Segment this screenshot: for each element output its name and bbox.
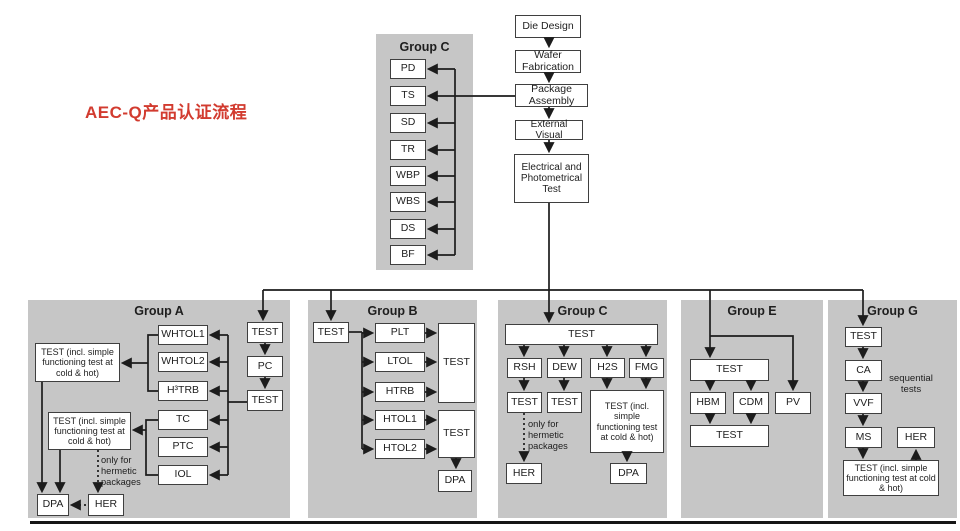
box-whtol2: WHTOL2 [158,352,208,372]
box-g-test-in: TEST [845,327,882,347]
flow-step-die-design: Die Design [515,15,581,38]
box-h2s: H2S [590,358,625,378]
box-a-test-in: TEST [247,322,283,343]
box-ds: DS [390,219,426,239]
box-whtol1: WHTOL1 [158,325,208,345]
box-wbp: WBP [390,166,426,186]
box-a-test-long-2: TEST (incl. simple functioning test at c… [48,412,131,450]
group-c-top-label: Group C [399,40,450,54]
page-title: AEC-Q产品认证流程 [85,103,248,122]
box-wbs: WBS [390,192,426,212]
box-b-test-out-1: TEST [438,323,475,403]
group-c-bottom-label: Group C [557,304,608,318]
box-c-her: HER [506,463,542,484]
note-g-sequential: sequential tests [889,373,933,396]
box-c-test-long: TEST (incl. simple functioning test at c… [590,390,664,453]
box-ptc: PTC [158,437,208,457]
box-rsh: RSH [507,358,542,378]
box-ca: CA [845,360,882,381]
flow-step-electrical-photometrical-test: Electrical and Photometrical Test [514,154,589,203]
box-g-her: HER [897,427,935,448]
box-ms: MS [845,427,882,448]
box-pd: PD [390,59,426,79]
box-a-her: HER [88,494,124,516]
flow-step-external-visual: External Visual [515,119,583,141]
box-b-test-in: TEST [313,322,349,343]
box-h3trb: H³TRB [158,381,208,401]
box-a-dpa: DPA [37,494,69,516]
box-ltol: LTOL [375,352,425,372]
box-dew: DEW [547,358,582,378]
box-sd: SD [390,113,426,133]
box-ts: TS [390,86,426,106]
box-a-test-long-1: TEST (incl. simple functioning test at c… [35,343,120,382]
box-pv: PV [775,392,811,414]
box-iol: IOL [158,465,208,485]
box-plt: PLT [375,323,425,343]
bottom-rule [30,521,956,524]
group-g-label: Group G [867,304,918,318]
group-a-label: Group A [134,304,184,318]
flow-step-package-assembly: Package Assembly [515,83,588,107]
box-a-test-mid: TEST [247,390,283,411]
box-e-test-in: TEST [690,359,769,381]
box-tr: TR [390,140,426,160]
box-htrb: HTRB [375,382,425,402]
flow-step-wafer-fabrication: Wafer Fabrication [515,49,581,73]
box-b-dpa: DPA [438,470,472,492]
box-a-pc: PC [247,356,283,377]
box-htol2: HTOL2 [375,439,425,459]
box-vvf: VVF [845,393,882,414]
box-g-test-long: TEST (incl. simple functioning test at c… [843,460,939,496]
box-cdm: CDM [733,392,769,414]
box-c-test-in: TEST [505,324,658,345]
box-hbm: HBM [690,392,726,414]
group-b-label: Group B [367,304,418,318]
box-e-test-out: TEST [690,425,769,447]
box-tc: TC [158,410,208,430]
box-c-test-dew: TEST [547,392,582,413]
box-htol1: HTOL1 [375,410,425,430]
group-e-label: Group E [727,304,777,318]
box-fmg: FMG [629,358,664,378]
box-c-test-rsh: TEST [507,392,542,413]
box-b-test-out-2: TEST [438,410,475,458]
box-bf: BF [390,245,426,265]
box-c-dpa: DPA [610,463,647,484]
note-c-hermetic: only for hermetic packages [528,419,568,451]
note-a-hermetic: only for hermetic packages [101,455,141,487]
